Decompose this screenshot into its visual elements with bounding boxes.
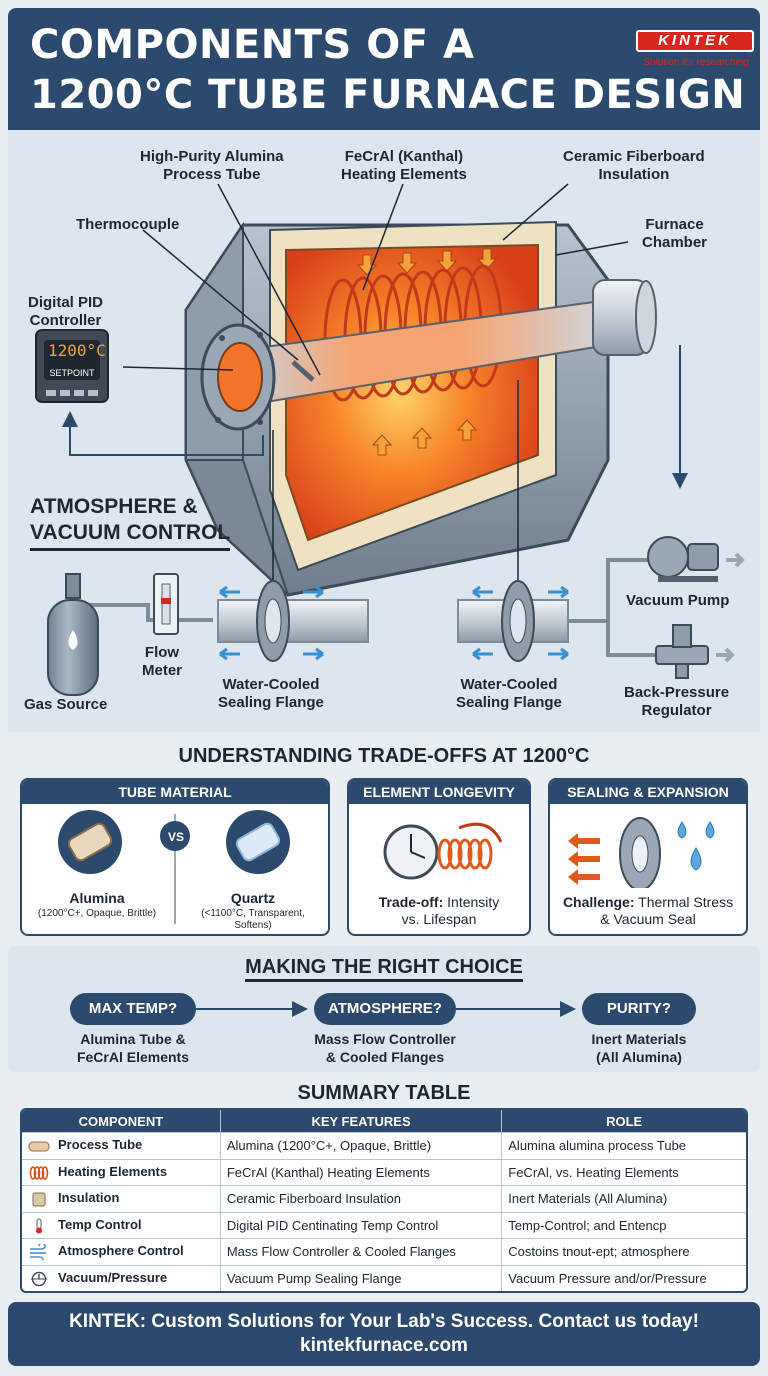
table-row: Heating Elements FeCrAl (Kanthal) Heatin… (22, 1158, 746, 1185)
step-max-temp: MAX TEMP? (70, 993, 196, 1025)
step-atmosphere: ATMOSPHERE? (314, 993, 456, 1025)
flange-droplet-icon (568, 817, 715, 888)
step-purity: PURITY? (582, 993, 696, 1025)
step-atmosphere-text: Mass Flow Controller& Cooled Flanges (314, 1031, 456, 1065)
alumina-name: Alumina (69, 890, 125, 906)
alumina-note: (1200°C+, Opaque, Brittle) (37, 908, 157, 919)
kintek-logo: KINTEK (636, 30, 754, 52)
table-row: Temp Control Digital PID Centinating Tem… (22, 1211, 746, 1238)
vs-badge: VS (167, 830, 184, 844)
label-heating-elements: FeCrAl (Kanthal)Heating Elements (341, 148, 467, 183)
coil-icon (29, 1165, 49, 1180)
step-max-temp-text: Alumina Tube &FeCrAl Elements (76, 1031, 190, 1065)
leader-lines (122, 183, 629, 580)
logo-tagline: Solution for researching (643, 57, 749, 68)
col-component: COMPONENT (22, 1110, 220, 1132)
title-banner: COMPONENTS OF A 1200°C TUBE FURNACE DESI… (8, 8, 760, 130)
title-line-2: 1200°C TUBE FURNACE DESIGN (30, 72, 746, 118)
quartz-note-1: (<1100°C, Transparent, (201, 908, 305, 919)
furnace-illustration (35, 183, 745, 696)
vacuum-pump (647, 536, 745, 582)
clock-coil-icon (383, 822, 503, 880)
controller-display: 1200°C (48, 341, 106, 360)
col-role: ROLE (501, 1110, 746, 1132)
tube-comparison-icons (58, 810, 290, 924)
table-row: Vacuum/Pressure Vacuum Pump Sealing Flan… (22, 1264, 746, 1291)
back-pressure-regulator (655, 624, 735, 679)
sealing-expansion-header: SEALING & EXPANSION (550, 780, 746, 804)
label-gas-source: Gas Source (24, 696, 108, 713)
longevity-text: Trade-off: Intensity vs. Lifespan (378, 894, 500, 927)
thermometer-icon (36, 1218, 42, 1234)
atmosphere-heading: ATMOSPHERE & VACUUM CONTROL (30, 494, 231, 551)
quartz-name: Quartz (230, 890, 276, 906)
pid-controller (35, 329, 109, 403)
flow-meter (153, 573, 179, 635)
choice-flow-arrows (196, 1001, 576, 1017)
footer-cta: KINTEK: Custom Solutions for Your Lab's … (69, 1311, 699, 1332)
left-flange-assembly (217, 580, 369, 662)
insulation-roll-icon (32, 1192, 46, 1207)
controller-feedback-arrow (62, 411, 264, 456)
summary-title: SUMMARY TABLE (297, 1082, 471, 1104)
process-tube (200, 279, 657, 431)
tube-material-card: TUBE MATERIAL VS Alumina (1200°C+, Opaqu… (20, 778, 330, 936)
sealing-expansion-card: SEALING & EXPANSION Challenge: Thermal S… (548, 778, 748, 936)
quartz-note-2: Softens) (234, 920, 272, 931)
summary-table: COMPONENT KEY FEATURES ROLE Process Tube… (20, 1108, 748, 1293)
choice-title: MAKING THE RIGHT CHOICE (0, 956, 768, 982)
table-row: Process Tube Alumina (1200°C+, Opaque, B… (22, 1132, 746, 1159)
element-longevity-card: ELEMENT LONGEVITY Trade-off: Intensity v… (347, 778, 531, 936)
table-row: Insulation Ceramic Fiberboard Insulation… (22, 1185, 746, 1212)
tradeoffs-title: UNDERSTANDING TRADE-OFFS AT 1200°C (178, 745, 590, 767)
footer-website-link[interactable]: kintekfurnace.com (300, 1335, 468, 1356)
controller-setpoint: SETPOINT (49, 368, 95, 378)
footer-banner: KINTEK: Custom Solutions for Your Lab's … (8, 1302, 760, 1366)
sealing-text: Challenge: Thermal Stress & Vacuum Seal (562, 894, 734, 927)
heat-arrows (356, 248, 498, 456)
step-purity-text: Inert Materials(All Alumina) (591, 1031, 687, 1065)
col-key-features: KEY FEATURES (219, 1110, 502, 1132)
title-line-1: COMPONENTS OF A (30, 22, 475, 68)
label-thermocouple: Thermocouple (76, 216, 180, 233)
table-row: Atmosphere Control Mass Flow Controller … (22, 1238, 746, 1265)
tube-icon (28, 1141, 50, 1152)
gauge-icon (31, 1271, 47, 1286)
gas-cylinder (47, 573, 99, 696)
label-vacuum-pump: Vacuum Pump (626, 592, 730, 609)
element-longevity-header: ELEMENT LONGEVITY (349, 780, 529, 804)
tube-material-header: TUBE MATERIAL (22, 780, 328, 804)
thermocouple-probe (291, 360, 315, 382)
wind-icon (30, 1244, 46, 1261)
right-flange-assembly (457, 558, 656, 662)
